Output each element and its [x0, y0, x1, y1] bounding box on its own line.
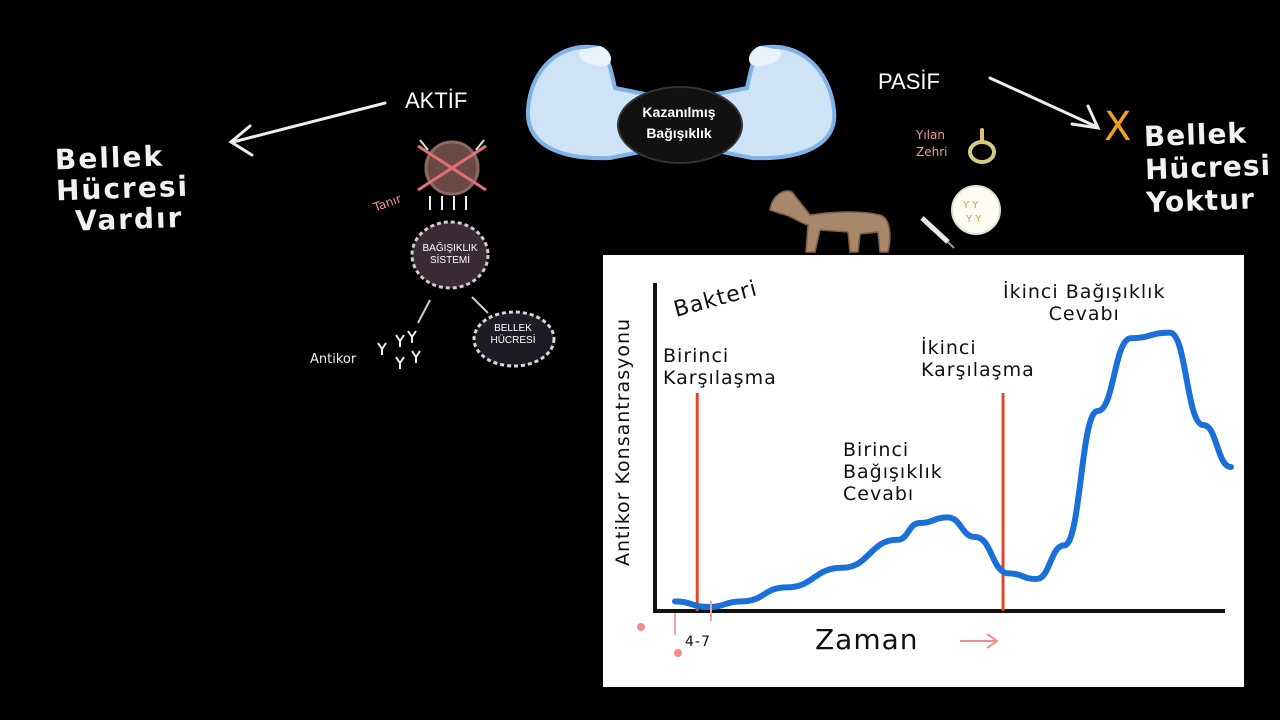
antibody-curve: [672, 329, 1234, 611]
tick-label: 4-7: [685, 634, 711, 650]
right-line-1: Bellek: [1143, 116, 1248, 154]
syringe-icon: [920, 216, 955, 249]
memory-cell-cloud: [472, 310, 556, 368]
graph-canvas: [637, 283, 1234, 657]
y-axis-label: Antikor Konsantrasyonu: [612, 317, 634, 567]
immune-system-text: BAĞIŞIKLIK SİSTEMİ: [418, 243, 482, 267]
second-encounter-line-1: İkinci: [921, 337, 977, 359]
origin-dot: [637, 623, 645, 631]
active-label: AKTİF: [405, 88, 468, 113]
snake-venom-label: Yılan Zehri: [916, 127, 947, 161]
immune-system-cloud: [410, 220, 490, 290]
bacterium-icon: [417, 139, 487, 210]
immune-line-2: SİSTEMİ: [429, 255, 470, 266]
right-line-3: Yoktur: [1145, 182, 1256, 220]
memory-cell-text: BELLEK HÜCRESİ: [478, 323, 548, 347]
chalkboard-drawing: Y Y Y Y: [228, 44, 1101, 253]
first-response-label: Birinci Bağışıklık Cevabı: [843, 439, 943, 505]
snake-line-2: Zehri: [916, 145, 948, 159]
memory-line-1: BELLEK: [494, 323, 532, 334]
antibody-icons: [377, 330, 421, 369]
title-line-1: Kazanılmış: [642, 104, 716, 120]
second-response-line-1: İkinci Bağışıklık: [1003, 281, 1166, 303]
first-response-line-3: Cevabı: [843, 483, 915, 505]
antibody-response-graph: Antikor Konsantrasyonu Zaman Bakteri Bir…: [603, 255, 1244, 687]
title-line-2: Bağışıklık: [646, 125, 712, 141]
passive-label: PASİF: [878, 69, 940, 94]
first-response-line-1: Birinci: [843, 439, 910, 461]
svg-text:Y Y: Y Y: [962, 200, 979, 211]
tick-dot: [674, 649, 682, 657]
svg-text:Y Y: Y Y: [965, 214, 982, 225]
right-line-2: Hücresi: [1144, 148, 1272, 187]
left-memory-text: Bellek Hücresi Vardır: [54, 140, 190, 238]
left-line-3: Vardır: [74, 200, 184, 238]
first-encounter-line-2: Karşılaşma: [663, 367, 777, 389]
second-response-line-2: Cevabı: [1048, 303, 1120, 325]
immune-line-1: BAĞIŞIKLIK: [422, 243, 478, 254]
acquired-immunity-title: Kazanılmış Bağışıklık: [614, 102, 744, 144]
second-encounter-label: İkinci Karşılaşma: [921, 337, 1035, 381]
flexed-arms-icon: [525, 44, 837, 164]
x-axis-label: Zaman: [815, 623, 919, 656]
first-encounter-label: Birinci Karşılaşma: [663, 345, 777, 389]
x-mark: X: [1104, 104, 1132, 150]
active-immunity-diagram: [377, 220, 556, 369]
magnified-antibodies-icon: Y Y Y Y: [951, 185, 1001, 235]
second-encounter-line-2: Karşılaşma: [921, 359, 1035, 381]
horse-icon: [769, 190, 891, 253]
right-memory-text: Bellek Hücresi Yoktur: [1143, 116, 1272, 220]
snake-line-1: Yılan: [916, 128, 945, 142]
memory-line-2: HÜCRESİ: [490, 335, 536, 346]
first-response-line-2: Bağışıklık: [843, 461, 943, 483]
snake-icon: [968, 128, 996, 164]
x-axis-direction-arrowhead: [986, 633, 999, 649]
antibody-label: Antikor: [310, 352, 357, 367]
second-response-label: İkinci Bağışıklık Cevabı: [1003, 281, 1165, 325]
first-encounter-line-1: Birinci: [663, 345, 730, 367]
